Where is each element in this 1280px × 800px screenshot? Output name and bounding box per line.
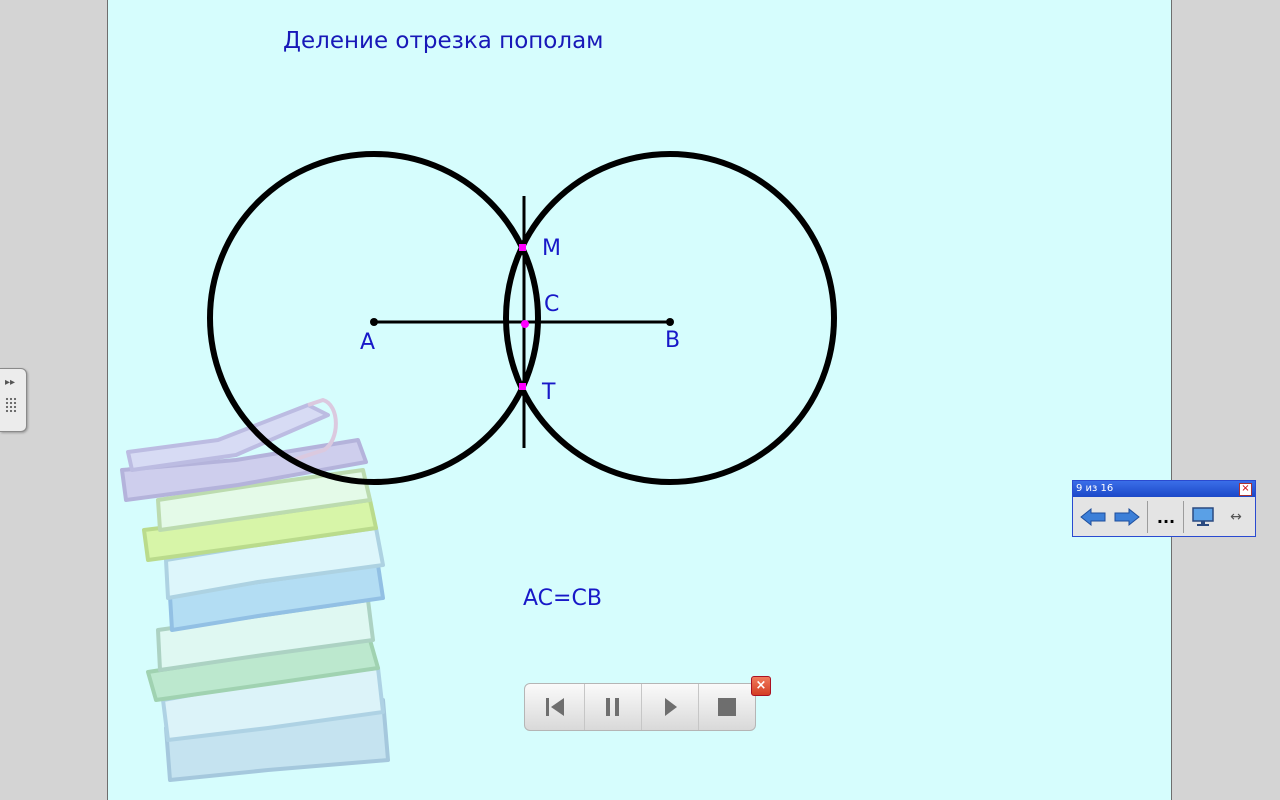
toolbar-separator (1147, 501, 1148, 533)
toolbar-titlebar: 9 из 16 × (1073, 481, 1255, 497)
circle-a (207, 151, 541, 485)
equality-text: AC=CB (523, 586, 602, 611)
player-close-button[interactable]: × (751, 676, 771, 696)
right-margin-panel (1171, 0, 1280, 800)
label-a: A (360, 330, 376, 355)
books-stack-illustration (120, 398, 390, 782)
next-slide-button[interactable] (1111, 500, 1143, 534)
monitor-icon (1192, 507, 1214, 526)
point-m (519, 244, 526, 251)
stop-button[interactable] (698, 684, 755, 730)
slide-navigation-toolbar: 9 из 16 × ... ↔ (1072, 480, 1256, 537)
slide-title: Деление отрезка пополам (283, 28, 604, 54)
skip-to-start-button[interactable] (527, 684, 583, 730)
play-icon (665, 698, 677, 716)
grip-dots-icon (5, 397, 17, 413)
double-arrow-icon: ↔ (1230, 509, 1242, 525)
slide-canvas: Деление отрезка пополам A B C M T AC=CB (108, 0, 1171, 800)
arrow-right-icon (1114, 507, 1140, 527)
arrow-left-icon (1080, 507, 1106, 527)
label-t: T (542, 380, 556, 405)
more-options-button[interactable]: ... (1156, 507, 1176, 527)
label-m: M (542, 236, 561, 261)
point-t (519, 383, 526, 390)
label-b: B (665, 328, 681, 353)
display-settings-button[interactable] (1187, 500, 1219, 534)
pause-icon (606, 698, 619, 716)
play-button[interactable] (641, 684, 698, 730)
media-player-controls (524, 683, 756, 731)
skip-back-icon (546, 698, 564, 716)
expand-arrows-icon: ▸▸ (5, 377, 16, 388)
stop-icon (718, 698, 736, 716)
pause-button[interactable] (584, 684, 641, 730)
slide-graphics (120, 151, 837, 782)
circle-b (503, 151, 837, 485)
side-panel-handle[interactable]: ▸▸ (0, 368, 27, 432)
toolbar-close-button[interactable]: × (1239, 483, 1252, 496)
slide-counter: 9 из 16 (1076, 483, 1114, 494)
point-b (666, 318, 674, 326)
toolbar-separator (1183, 501, 1184, 533)
resize-toolbar-button[interactable]: ↔ (1221, 500, 1251, 534)
point-a (370, 318, 378, 326)
label-c: C (544, 292, 560, 317)
previous-slide-button[interactable] (1077, 500, 1109, 534)
point-c (521, 320, 529, 328)
